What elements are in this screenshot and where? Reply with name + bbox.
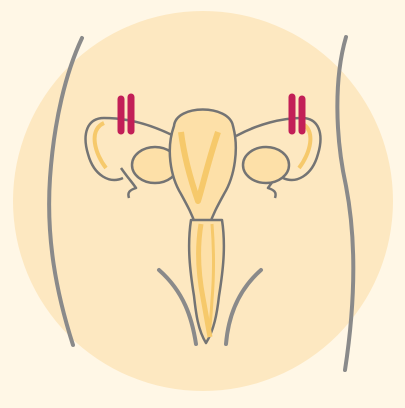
right-ovary	[243, 147, 289, 183]
tubal-clip-icon	[299, 96, 305, 134]
tubal-clip-icon	[128, 94, 134, 134]
tubal-clip-icon	[118, 96, 124, 134]
tubal-clip-icon	[289, 94, 295, 134]
